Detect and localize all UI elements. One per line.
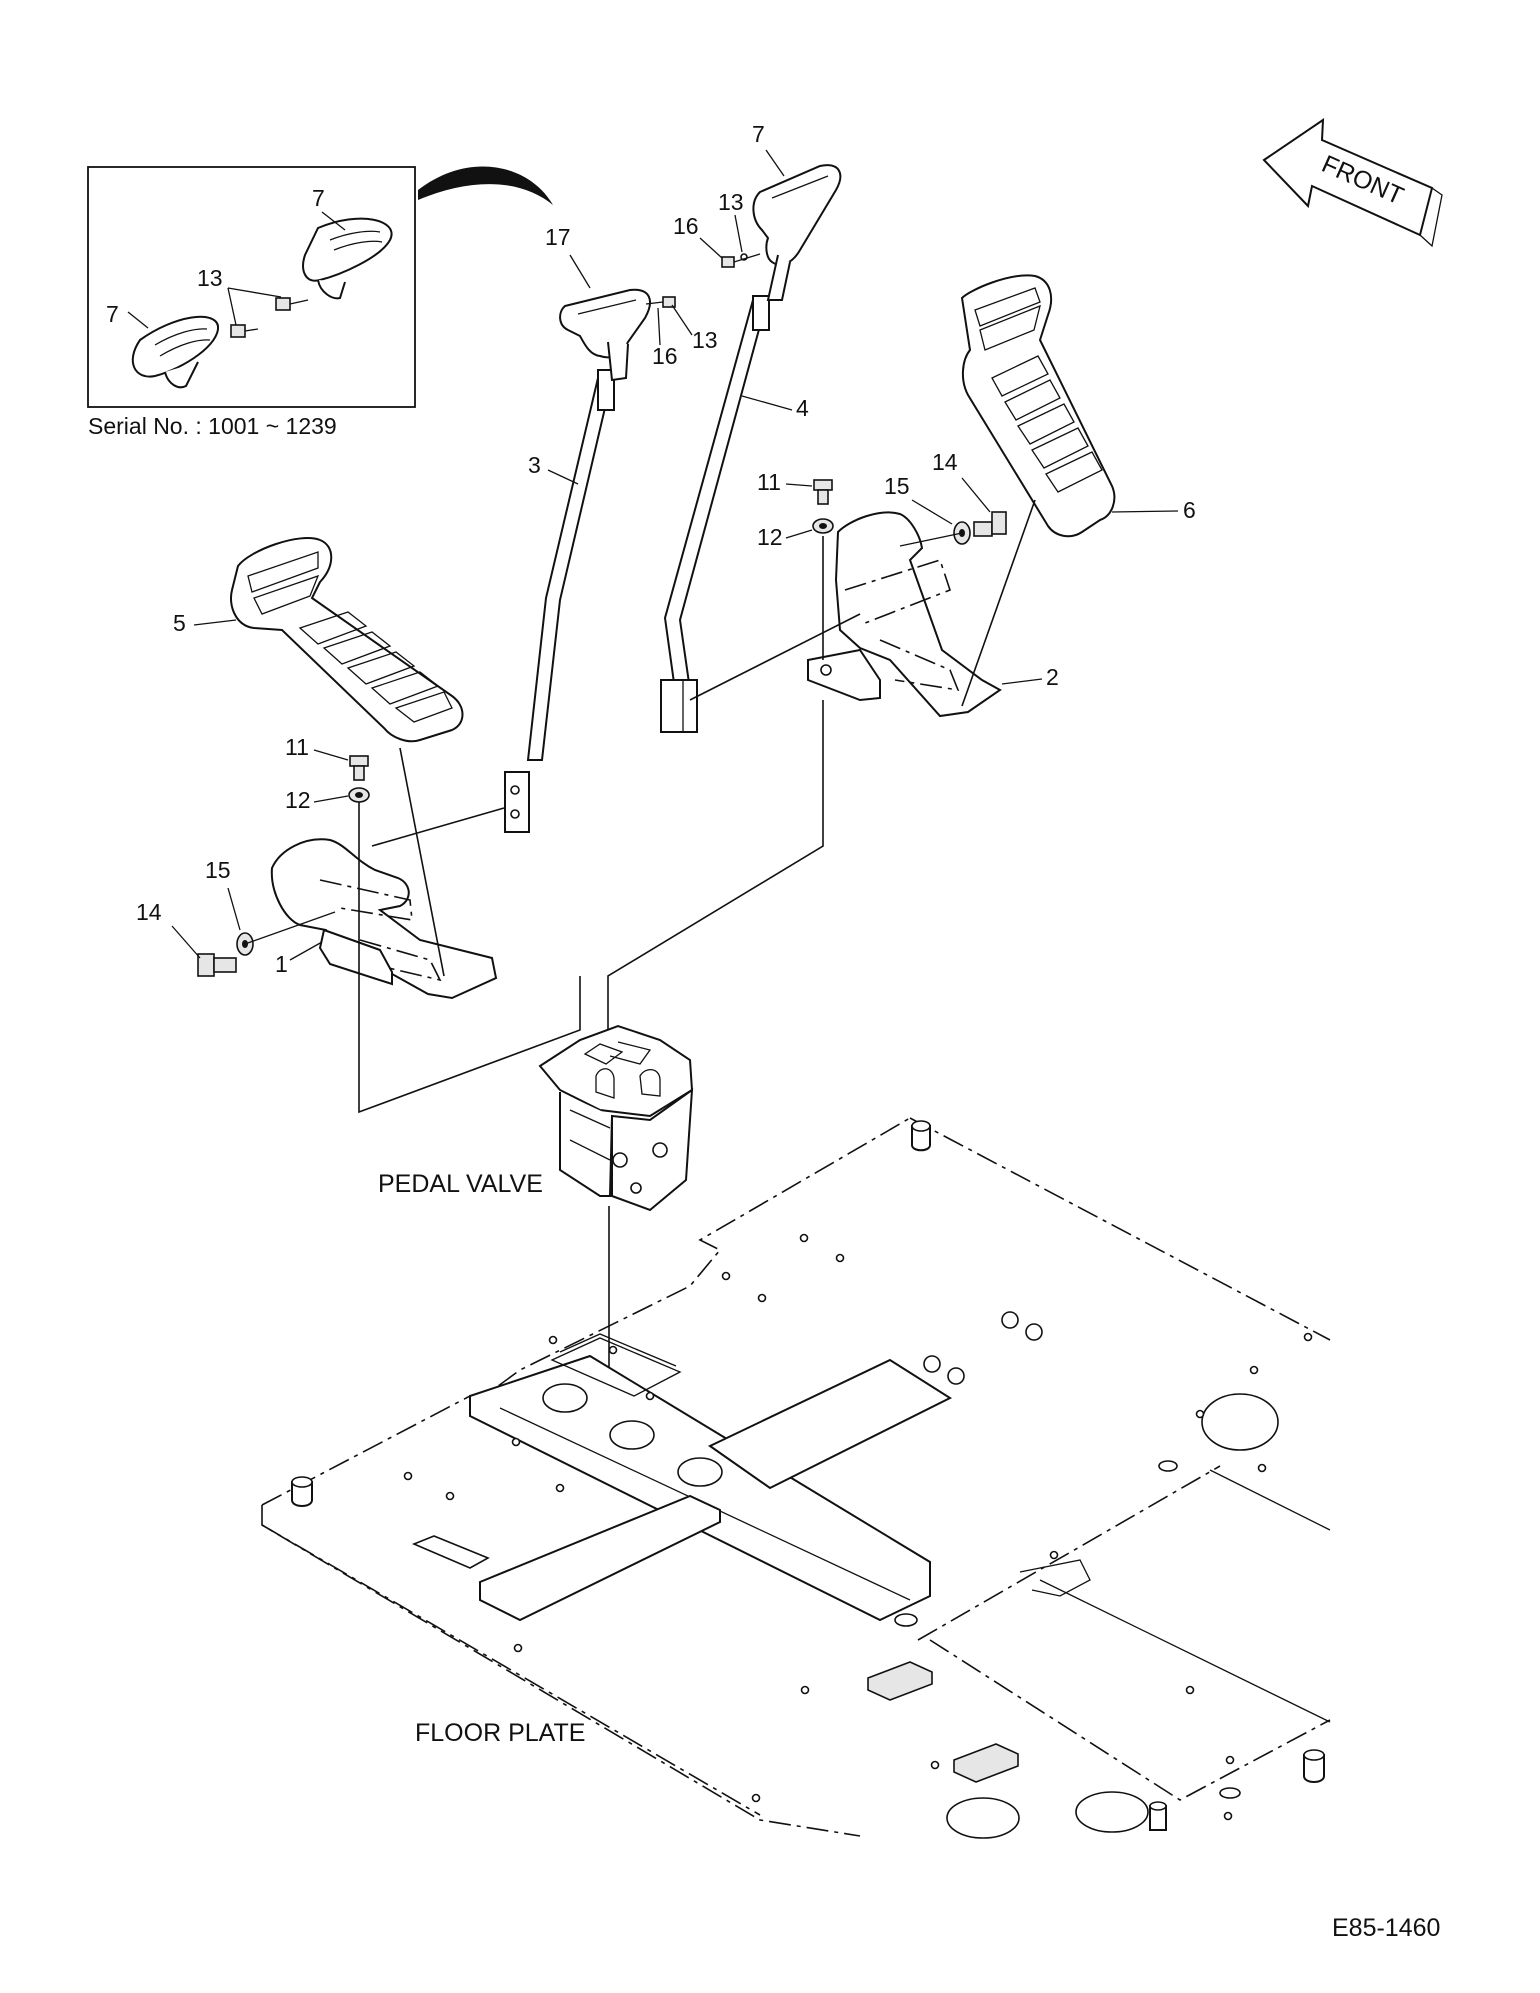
floor-plate-label: FLOOR PLATE [415, 1719, 585, 1747]
callout-screw-16-left: 16 [652, 343, 678, 369]
callout-washer-15-right: 15 [884, 473, 910, 499]
bolt-11-right-icon [813, 479, 833, 505]
callout-bolt-11-left: 11 [285, 734, 309, 760]
knob-7-top [752, 164, 842, 301]
inset-serial-label: Serial No. : 1001 ~ 1239 [88, 413, 337, 439]
pedal-valve-label: PEDAL VALVE [378, 1170, 543, 1198]
callout-pedal-bracket-2: 2 [1046, 664, 1059, 690]
callout-pedal-bracket-1: 1 [275, 951, 288, 977]
callout-lever-4: 4 [796, 395, 809, 421]
callout-bolt-14-left: 14 [136, 899, 162, 925]
floor-plate [261, 1117, 1331, 1839]
pedal-pad-5 [230, 537, 464, 743]
callout-washer-12-left: 12 [285, 787, 311, 813]
pedal-pad-6 [960, 274, 1116, 538]
callout-washer-15-left: 15 [205, 857, 231, 883]
bolt-14-right-icon [973, 511, 1007, 537]
pedal-bracket-2 [807, 511, 1002, 718]
inset-knob-left [131, 315, 220, 389]
callout-knob-7-top: 7 [752, 121, 765, 147]
bolt-11-left-icon [349, 755, 369, 781]
inset-box [87, 166, 553, 408]
bolt-14-left-icon [197, 953, 237, 977]
drawing-number: E85-1460 [1332, 1914, 1440, 1942]
pedal-valve [538, 1024, 694, 1212]
callout-screw-13-top: 13 [718, 189, 744, 215]
callout-screw-16-top: 16 [673, 213, 699, 239]
callout-pedal-pad-5: 5 [173, 610, 186, 636]
pedal-bracket-1 [270, 838, 498, 1000]
front-arrow-icon: FRONT [1262, 118, 1443, 248]
callout-pedal-pad-6: 6 [1183, 497, 1196, 523]
washer-12-left-icon [348, 787, 370, 803]
callout-knob-17: 17 [545, 224, 571, 250]
inset-screw-icon [230, 297, 309, 338]
callout-inset-knob-right: 7 [312, 185, 325, 211]
callout-bolt-14-right: 14 [932, 449, 958, 475]
callout-inset-knob-left: 7 [106, 301, 119, 327]
lever-3 [504, 369, 615, 833]
callout-bolt-11-right: 11 [757, 469, 781, 495]
callout-washer-12-right: 12 [757, 524, 783, 550]
callout-screw-13-left: 13 [692, 327, 718, 353]
screw-13-top-icon [721, 253, 761, 268]
inset-knob-right [302, 217, 393, 300]
screw-16-left-icon [645, 296, 676, 308]
callout-inset-screw: 13 [197, 265, 223, 291]
callout-lever-3: 3 [528, 452, 541, 478]
washer-12-right-icon [812, 518, 834, 534]
knob-17 [559, 288, 651, 382]
